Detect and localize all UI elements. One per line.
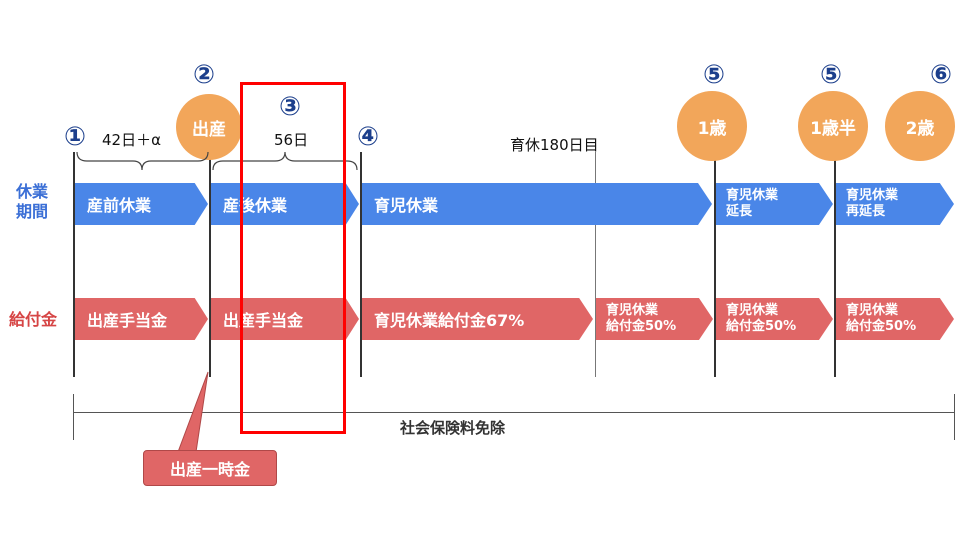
post-days-note: 56日 [274, 131, 309, 149]
timeline-line-4 [360, 152, 362, 377]
marker-5a: ⑤ [703, 60, 726, 90]
row-label-benefit: 給付金 [9, 310, 58, 329]
postnatal-leave-arrow: 産後休業 [211, 183, 359, 225]
brace-post [212, 151, 358, 171]
extension-line1: 育児休業 [726, 188, 779, 203]
marker-1: ① [64, 122, 87, 152]
seg50b-line1: 育児休業 [726, 303, 779, 318]
highlight-box [240, 82, 346, 434]
childcare-re-extension-arrow: 育児休業再延長 [836, 183, 954, 225]
seg50b-line2: 給付金50% [726, 319, 797, 334]
childcare-benefit-67-arrow: 育児休業給付金67% [362, 298, 593, 340]
extension-line2: 延長 [726, 204, 753, 219]
timeline-line-5b [834, 152, 836, 377]
marker-2: ② [193, 60, 216, 90]
social-insurance-left-tick [73, 394, 74, 440]
day-180-note: 育休180日目 [510, 136, 599, 154]
timeline-line-180 [595, 152, 596, 377]
timeline-line-2 [209, 152, 211, 377]
childcare-leave-arrow: 育児休業 [362, 183, 712, 225]
row-label-leave-period: 休業 期間 [16, 182, 56, 222]
childcare-benefit-50-arrow-3: 育児休業給付金50% [836, 298, 954, 340]
re-extension-line1: 育児休業 [846, 188, 899, 203]
seg50a-line1: 育児休業 [606, 303, 659, 318]
row-label-leave-line2: 期間 [16, 202, 49, 221]
age-1-half-circle: 1歳半 [798, 91, 868, 161]
prenatal-leave-arrow: 産前休業 [75, 183, 208, 225]
brace-pre [76, 151, 209, 171]
lump-sum-callout-pointer [177, 371, 209, 453]
seg50a-line2: 給付金50% [606, 319, 677, 334]
childcare-benefit-50-arrow-1: 育児休業給付金50% [596, 298, 713, 340]
social-insurance-line [74, 412, 954, 413]
row-label-leave-line1: 休業 [16, 182, 49, 201]
maternity-allowance-arrow-2: 出産手当金 [211, 298, 359, 340]
seg50c-line1: 育児休業 [846, 303, 899, 318]
social-insurance-right-tick [954, 394, 955, 440]
age-1-circle: 1歳 [677, 91, 747, 161]
timeline-line-5a [714, 152, 716, 377]
age-2-circle: 2歳 [885, 91, 955, 161]
maternity-allowance-arrow-1: 出産手当金 [75, 298, 208, 340]
pre-days-note: 42日＋α [102, 131, 161, 149]
childcare-benefit-50-arrow-2: 育児休業給付金50% [716, 298, 833, 340]
timeline-line-1 [73, 152, 75, 377]
seg50c-line2: 給付金50% [846, 319, 917, 334]
marker-6: ⑥ [930, 60, 953, 90]
re-extension-line2: 再延長 [846, 204, 886, 219]
childcare-extension-arrow: 育児休業延長 [716, 183, 833, 225]
birth-circle: 出産 [176, 94, 242, 160]
marker-4: ④ [357, 122, 380, 152]
marker-3: ③ [279, 92, 302, 122]
social-insurance-label: 社会保険料免除 [400, 419, 506, 437]
lump-sum-callout: 出産一時金 [143, 450, 277, 486]
marker-5b: ⑤ [820, 60, 843, 90]
